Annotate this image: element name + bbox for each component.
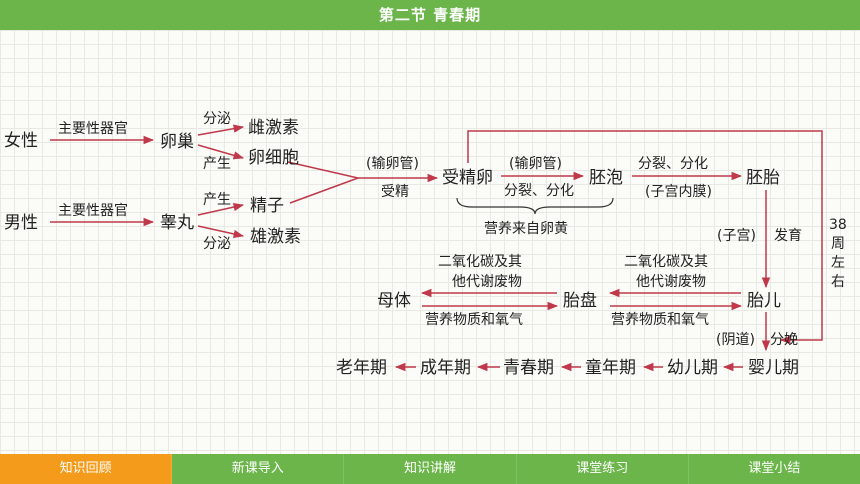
testis-to-sperm-arrow — [197, 202, 245, 216]
ovary-produce-label: 产生 — [203, 156, 231, 172]
reproduction-flow-diagram: 女性 男性 主要性器官 主要性器官 卵巢 睾丸 分泌 产生 产生 分泌 雌激素 … — [4, 111, 847, 378]
fertilization-label: 受精 — [381, 184, 409, 200]
nav-knowledge-review[interactable]: 知识回顾 — [0, 454, 173, 484]
oviduct-label-2: (输卵管) — [509, 156, 562, 172]
embryo-node: 胚胎 — [746, 168, 780, 188]
yolk-brace — [456, 197, 614, 215]
ovary-node: 卵巢 — [160, 132, 194, 152]
nav-knowledge-explain[interactable]: 知识讲解 — [344, 454, 517, 484]
weeks-label: 38 周 左 右 — [829, 217, 847, 290]
fetus-node: 胎儿 — [747, 291, 781, 311]
waste-label-1: 他代谢废物 — [452, 274, 522, 290]
oviduct-label: (输卵管) — [366, 156, 419, 172]
nav-lesson-intro[interactable]: 新课导入 — [172, 454, 345, 484]
nav-classroom-practice[interactable]: 课堂练习 — [517, 454, 689, 484]
female-main-organ-label: 主要性器官 — [58, 121, 128, 137]
endometrium-label: (子宫内膜) — [645, 184, 712, 200]
nutrition-yolk-label: 营养来自卵黄 — [484, 220, 568, 237]
uterus-label: (子宫) — [717, 228, 756, 244]
arrows — [50, 124, 823, 372]
sperm-node: 精子 — [250, 196, 284, 216]
svg-text:周: 周 — [831, 236, 845, 252]
divide-differentiate-label: 分裂、分化 — [504, 183, 574, 199]
stage-child: 童年期 — [585, 358, 636, 378]
diagram-canvas: 女性 男性 主要性器官 主要性器官 卵巢 睾丸 分泌 产生 产生 分泌 雌激素 … — [0, 30, 860, 454]
testis-secrete-label: 分泌 — [203, 236, 231, 252]
testis-produce-label: 产生 — [203, 192, 231, 208]
egg-converge-line — [287, 161, 359, 179]
ovary-secrete-label: 分泌 — [203, 111, 231, 127]
co2-label-2: 二氧化碳及其 — [624, 254, 708, 270]
female-label: 女性 — [4, 131, 38, 151]
svg-text:右: 右 — [831, 274, 845, 290]
male-main-organ-label: 主要性器官 — [58, 203, 128, 219]
delivery-label: 分娩 — [770, 332, 798, 348]
ovary-to-estrogen-arrow — [197, 124, 245, 136]
develop-label: 发育 — [774, 228, 802, 244]
egg-node: 卵细胞 — [248, 148, 299, 168]
page-title: 第二节 青春期 — [0, 0, 860, 30]
placenta-node: 胎盘 — [563, 291, 597, 311]
estrogen-node: 雌激素 — [248, 118, 299, 138]
nutrients-label-2: 营养物质和氧气 — [611, 312, 709, 328]
bottom-nav: 知识回顾 新课导入 知识讲解 课堂练习 课堂小结 — [0, 454, 860, 484]
stage-infant: 婴儿期 — [748, 358, 799, 378]
waste-label-2: 他代谢废物 — [636, 274, 706, 290]
stage-toddler: 幼儿期 — [667, 358, 718, 378]
testis-node: 睾丸 — [160, 213, 194, 233]
weeks-loop-arrow — [467, 130, 823, 345]
co2-label-1: 二氧化碳及其 — [438, 254, 522, 270]
sperm-converge-line — [289, 177, 359, 204]
divide-differentiate-label-2: 分裂、分化 — [638, 156, 708, 172]
male-label: 男性 — [4, 213, 38, 233]
mother-node: 母体 — [377, 291, 411, 311]
stage-youth: 青春期 — [503, 358, 554, 378]
stage-adult: 成年期 — [420, 358, 471, 378]
stage-elder: 老年期 — [336, 358, 387, 378]
svg-text:左: 左 — [831, 255, 845, 271]
nav-classroom-summary[interactable]: 课堂小结 — [748, 461, 801, 476]
zygote-node: 受精卵 — [442, 168, 493, 188]
vagina-label: (阴道) — [716, 332, 755, 348]
nutrients-label-1: 营养物质和氧气 — [425, 312, 523, 328]
ovary-to-egg-arrow — [197, 144, 245, 160]
androgen-node: 雄激素 — [250, 227, 301, 247]
testis-to-androgen-arrow — [197, 225, 245, 239]
svg-text:38: 38 — [829, 217, 847, 233]
blastocyst-node: 胚泡 — [589, 168, 623, 188]
